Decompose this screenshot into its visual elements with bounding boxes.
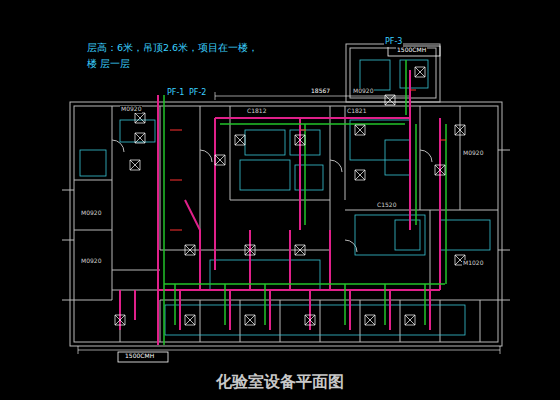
diffuser-symbol xyxy=(215,155,225,165)
diffuser-symbol xyxy=(355,170,365,180)
diffuser-symbol xyxy=(245,245,255,255)
diffuser-symbol xyxy=(130,160,140,170)
fan-label: PF-3 xyxy=(384,38,403,47)
drawing-title: 化验室设备平面图 xyxy=(216,373,344,391)
diffuser-symbol xyxy=(135,113,145,123)
diffuser-symbol xyxy=(455,125,465,135)
window-label: C1812 xyxy=(246,108,267,115)
diffuser-symbol xyxy=(385,95,395,105)
door-label: M0920 xyxy=(352,88,374,95)
diffuser-symbol xyxy=(185,245,195,255)
fan-label: PF-2 xyxy=(188,89,207,98)
door-label: M1020 xyxy=(462,260,484,267)
fan-label: PF-1 xyxy=(166,89,185,98)
door-label: M0920 xyxy=(120,106,142,113)
note-text: 层高：6米，吊顶2.6米，项目在一楼，楼 层一层 xyxy=(86,40,268,72)
diffuser-symbol xyxy=(355,125,365,135)
door-label: M0920 xyxy=(462,150,484,157)
diffuser-symbol xyxy=(305,315,315,325)
diffuser-symbol xyxy=(185,315,195,325)
diffuser-symbol xyxy=(435,165,445,175)
door-label: M0920 xyxy=(80,210,102,217)
window-label: C1520 xyxy=(376,202,397,209)
airflow-label: 1500CMH xyxy=(396,47,427,54)
diffuser-symbol xyxy=(235,135,245,145)
diffuser-symbol xyxy=(245,315,255,325)
airflow-label: 1500CMH xyxy=(124,353,155,360)
diffuser-symbol xyxy=(295,135,305,145)
diffuser-symbol xyxy=(415,67,425,77)
dimension-label: 18567 xyxy=(310,88,331,95)
diffuser-symbol xyxy=(295,245,305,255)
diffuser-symbol xyxy=(115,315,125,325)
diffuser-symbol xyxy=(135,133,145,143)
window-label: C1821 xyxy=(346,108,367,115)
diffuser-symbol xyxy=(365,315,375,325)
door-label: M0920 xyxy=(80,258,102,265)
diffuser-symbol xyxy=(405,315,415,325)
